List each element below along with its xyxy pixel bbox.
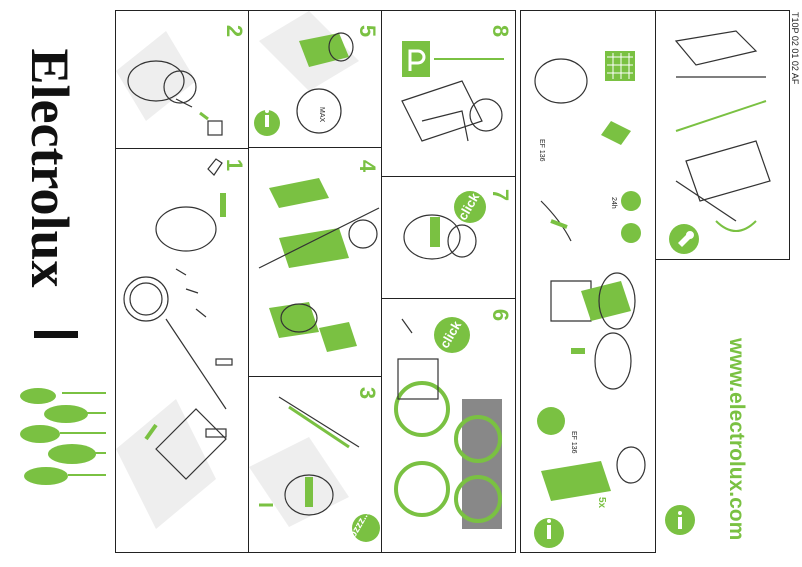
step-number-8: 8 — [488, 24, 513, 38]
filter-code-1: EF 136 — [538, 139, 545, 162]
trees-icon — [20, 388, 106, 485]
panel-step-6: click 6 — [381, 298, 516, 553]
document-code: T10P 02 01 02 AF — [790, 12, 800, 85]
panel-step-8: 8 — [381, 10, 516, 177]
step-number-4: 4 — [355, 159, 380, 173]
panel-step-7: click 7 — [381, 176, 516, 299]
step-number-2: 2 — [222, 24, 247, 38]
step-number-1: 1 — [222, 158, 247, 172]
panel-maintenance — [655, 10, 790, 260]
step-number-6: 6 — [488, 308, 513, 322]
panel-step-4: 4 — [248, 147, 382, 377]
max-label: MAX — [318, 107, 325, 123]
step-number-3: 3 — [355, 386, 380, 400]
step-number-5: 5 — [355, 24, 380, 38]
hours-label: 24h — [610, 197, 617, 209]
bzzz-badge — [352, 514, 380, 542]
panel-step-3: 3 bzzz... — [248, 376, 382, 553]
panel-step-2: 2 — [115, 10, 249, 150]
panel-filter-cleaning: EF 136 EF 136 24h 5x — [520, 10, 656, 553]
panel-step-5: 5 MAX — [248, 10, 382, 148]
brand-logo: Electrolux — [10, 8, 90, 338]
repeat-count: 5x — [596, 497, 607, 509]
panel-step-1: 1 — [115, 148, 249, 553]
website-url[interactable]: www.electrolux.com — [725, 338, 748, 541]
parking-icon — [402, 41, 430, 77]
filter-code-2: EF 136 — [570, 431, 577, 454]
step-number-7: 7 — [488, 188, 513, 202]
info-icon — [665, 505, 695, 535]
brand-name: Electrolux — [20, 48, 80, 288]
